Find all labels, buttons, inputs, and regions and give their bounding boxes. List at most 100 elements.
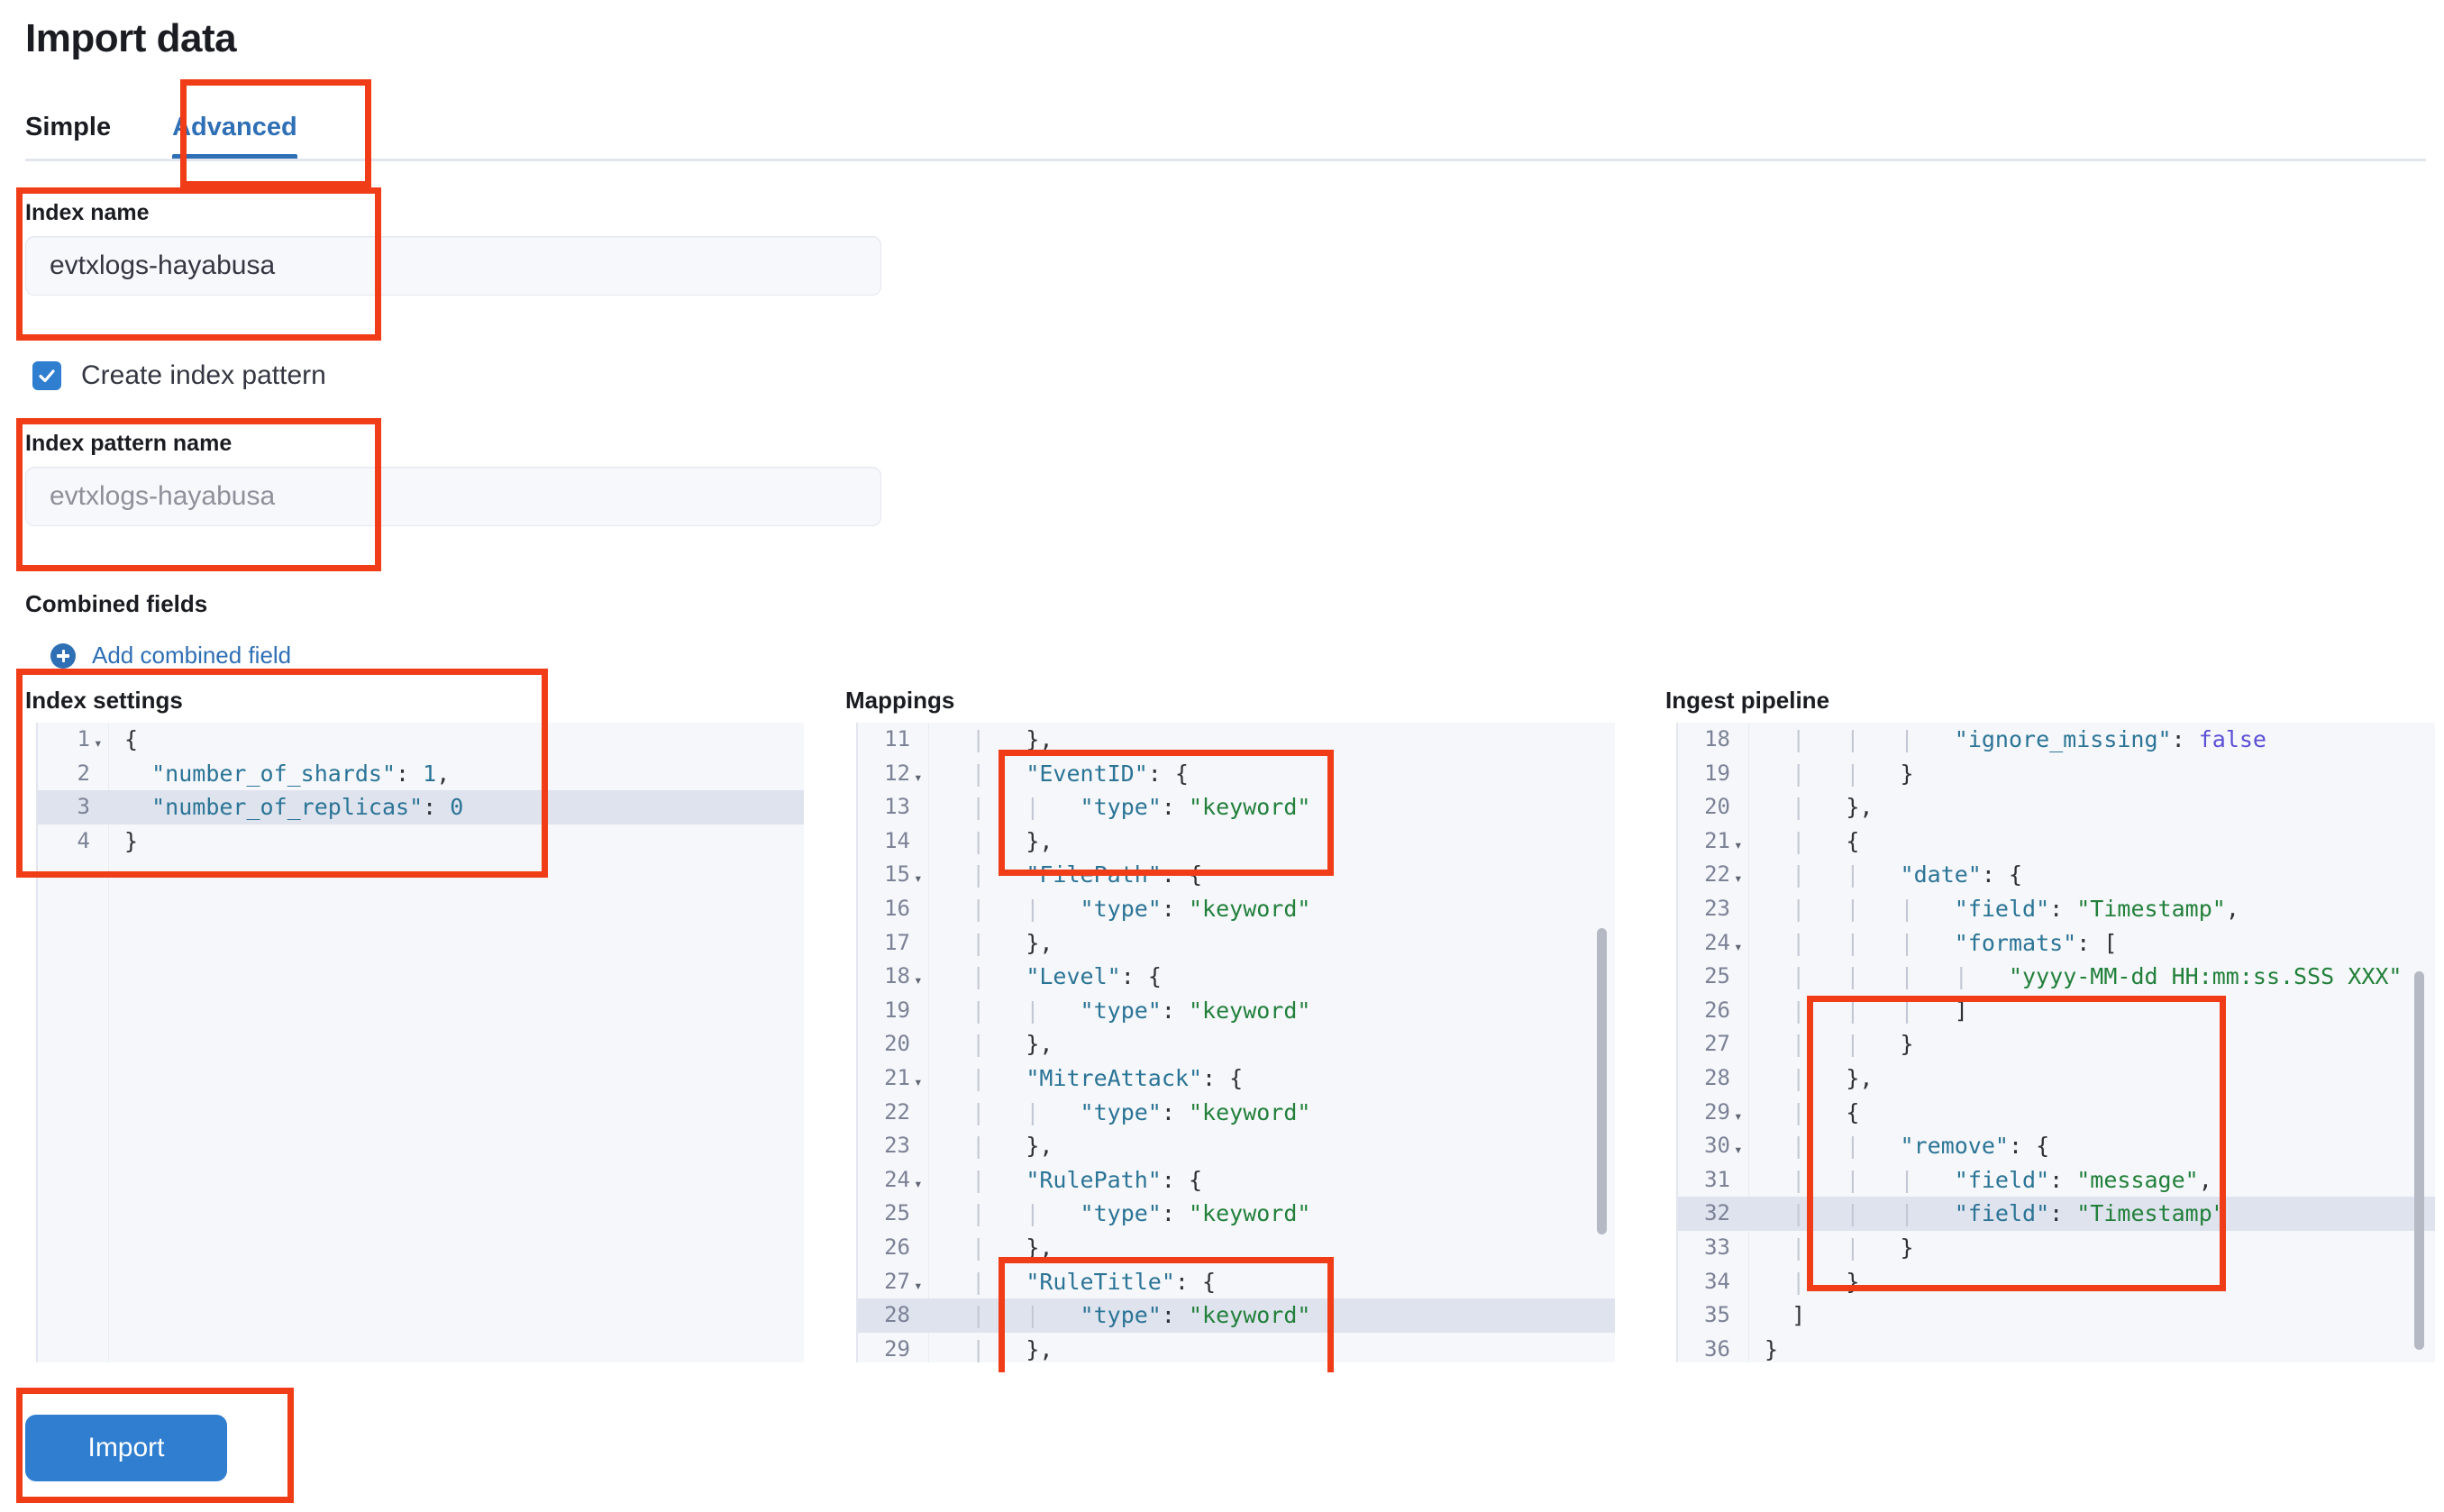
code-text: | { [1792,827,1860,854]
code-text: | | "date": { [1792,861,2023,888]
line-number: 26 [1704,997,1730,1023]
line-number: 22 [1704,861,1730,888]
code-line[interactable]: 4} [38,824,804,859]
code-line[interactable]: 1▾{ [38,723,804,757]
fold-caret-icon[interactable]: ▾ [914,870,923,888]
code-line[interactable]: 13 | | "type": "keyword" [858,790,1615,824]
checkbox-checked-icon[interactable] [32,361,61,390]
code-line[interactable]: 20 | }, [858,1027,1615,1061]
line-number: 15 [884,861,910,888]
code-line[interactable]: 15▾ | "FilePath": { [858,858,1615,892]
code-line[interactable]: 27▾ | "RuleTitle": { [858,1265,1615,1299]
code-line[interactable]: 32 | | | "field": "Timestamp" [1678,1197,2435,1231]
code-text: | | } [1792,1031,1914,1058]
line-number: 3 [77,794,90,820]
mappings-title: Mappings [845,687,955,714]
add-combined-field-button[interactable]: Add combined field [50,642,291,669]
code-line[interactable]: 26 | | | ] [1678,994,2435,1028]
fold-caret-icon[interactable]: ▾ [1734,1107,1743,1125]
code-line[interactable]: 35 ] [1678,1298,2435,1333]
code-text: | | "type": "keyword" [971,794,1311,821]
code-text: | | "type": "keyword" [971,1098,1311,1125]
line-number: 18 [1704,726,1730,751]
line-number: 13 [884,794,910,820]
code-line[interactable]: 25 | | | | "yyyy-MM-dd HH:mm:ss.SSS XXX" [1678,960,2435,994]
code-line[interactable]: 16 | | "type": "keyword" [858,892,1615,926]
fold-caret-icon[interactable]: ▾ [94,734,103,751]
fold-caret-icon[interactable]: ▾ [1734,870,1743,888]
code-line[interactable]: 22 | | "type": "keyword" [858,1096,1615,1130]
code-text: | | "type": "keyword" [971,1302,1311,1329]
fold-caret-icon[interactable]: ▾ [1734,1141,1743,1159]
code-text: | }, [971,1031,1053,1058]
code-line[interactable]: 18 | | | "ignore_missing": false [1678,723,2435,757]
code-line[interactable]: 28 | }, [1678,1061,2435,1096]
line-number: 1 [77,726,90,751]
fold-caret-icon[interactable]: ▾ [914,971,923,989]
line-number: 2 [77,760,90,786]
fold-caret-icon[interactable]: ▾ [914,1174,923,1192]
code-line[interactable]: 21▾ | "MitreAttack": { [858,1061,1615,1096]
fold-caret-icon[interactable]: ▾ [914,1276,923,1294]
tab-advanced[interactable]: Advanced [141,114,323,160]
fold-caret-icon[interactable]: ▾ [1734,835,1743,853]
code-line[interactable]: 21▾ | { [1678,824,2435,859]
code-text: "number_of_replicas": 0 [151,794,464,821]
index-pattern-name-label: Index pattern name [25,431,233,456]
code-line[interactable]: 20 | }, [1678,790,2435,824]
line-number: 21 [884,1064,910,1090]
line-number: 29 [884,1335,910,1362]
code-line[interactable]: 11 | }, [858,723,1615,757]
fold-caret-icon[interactable]: ▾ [1734,937,1743,955]
code-line[interactable]: 22▾ | | "date": { [1678,858,2435,892]
code-line[interactable]: 27 | | } [1678,1027,2435,1061]
mappings-editor[interactable]: 11 | },12▾ | "EventID": {13 | | "type": … [856,723,1615,1362]
code-text: } [1765,1335,1779,1362]
code-text: | | "type": "keyword" [971,895,1311,922]
code-line[interactable]: 24▾ | "RulePath": { [858,1163,1615,1198]
mappings-scrollbar[interactable] [1597,928,1607,1234]
index-pattern-name-input[interactable]: evtxlogs-hayabusa [25,467,881,526]
fold-caret-icon[interactable]: ▾ [914,768,923,786]
code-line[interactable]: 30▾ | | "remove": { [1678,1129,2435,1163]
code-line[interactable]: 26 | }, [858,1231,1615,1265]
code-line[interactable]: 28 | | "type": "keyword" [858,1298,1615,1333]
code-line[interactable]: 14 | }, [858,824,1615,859]
line-number: 25 [884,1200,910,1226]
tab-simple[interactable]: Simple [25,113,112,141]
code-line[interactable]: 19 | | } [1678,757,2435,791]
code-line[interactable]: 31 | | | "field": "message", [1678,1163,2435,1198]
code-line[interactable]: 29▾ | { [1678,1096,2435,1130]
code-line[interactable]: 36} [1678,1333,2435,1362]
code-line[interactable]: 3 "number_of_replicas": 0 [38,790,804,824]
code-line[interactable]: 19 | | "type": "keyword" [858,994,1615,1028]
code-line[interactable]: 12▾ | "EventID": { [858,757,1615,791]
code-text: | }, [971,827,1053,854]
code-line[interactable]: 25 | | "type": "keyword" [858,1197,1615,1231]
line-number: 22 [884,1098,910,1125]
create-index-pattern-row[interactable]: Create index pattern [32,360,326,391]
index-settings-editor[interactable]: 1▾{2 "number_of_shards": 1,3 "number_of_… [36,723,804,1362]
fold-caret-icon[interactable]: ▾ [914,1072,923,1090]
tab-bar: Simple Advanced [25,94,323,160]
code-line[interactable]: 29 | }, [858,1333,1615,1362]
code-text: | "MitreAttack": { [971,1064,1244,1091]
code-line[interactable]: 18▾ | "Level": { [858,960,1615,994]
code-line[interactable]: 24▾ | | | "formats": [ [1678,926,2435,961]
ingest-pipeline-scrollbar[interactable] [2414,971,2424,1350]
import-button[interactable]: Import [25,1415,227,1481]
code-line[interactable]: 34 | } [1678,1265,2435,1299]
line-number: 16 [884,895,910,921]
code-line[interactable]: 2 "number_of_shards": 1, [38,757,804,791]
line-number: 11 [884,726,910,751]
line-number: 18 [884,963,910,989]
index-name-input[interactable]: evtxlogs-hayabusa [25,236,881,296]
mappings-gutter [858,723,929,1362]
code-line[interactable]: 17 | }, [858,926,1615,961]
line-number: 19 [884,997,910,1023]
code-line[interactable]: 33 | | } [1678,1231,2435,1265]
code-text: | | } [1792,1234,1914,1261]
code-line[interactable]: 23 | | | "field": "Timestamp", [1678,892,2435,926]
code-line[interactable]: 23 | }, [858,1129,1615,1163]
